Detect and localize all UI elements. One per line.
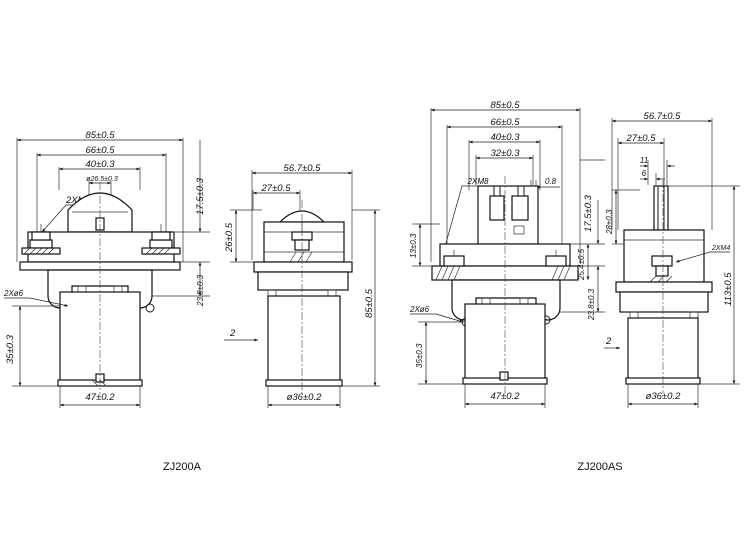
dim-47: 47±0.2 [86, 392, 116, 403]
model-label-left: ZJ200A [163, 461, 202, 473]
dim-23: 23.8±0.3 [196, 274, 205, 307]
dim-23b: 23.8±0.3 [587, 288, 596, 321]
label-holes: 2Xø6 [3, 289, 24, 298]
dim-6: 6 [642, 169, 647, 178]
dim-pin: 0.8 [545, 177, 557, 186]
dim-56b: 56.7±0.5 [644, 111, 682, 122]
dim-28: 28±0.3 [605, 209, 614, 235]
dim-85b: 85±0.5 [491, 100, 521, 111]
dim-40b: 40±0.3 [491, 132, 521, 143]
dim-85: 85±0.5 [86, 130, 116, 141]
zj200a-front-view: 85±0.5 66±0.5 40±0.3 ø26.5±0.3 2XM8 [3, 130, 210, 408]
dim-113: 113±0.5 [723, 272, 734, 306]
dim-dia36: ø36±0.2 [287, 392, 323, 403]
dim-11: 11 [640, 156, 648, 165]
dim-25: 25.4±0.5 [577, 248, 586, 281]
dim-32: 32±0.3 [491, 148, 521, 159]
dim-47b: 47±0.2 [491, 391, 521, 402]
dim-35: 35±0.3 [5, 334, 16, 364]
dim-26: 26±0.5 [224, 222, 235, 253]
zj200a-side-view: 56.7±0.5 27±0.5 26±0.5 85±0.5 2 [224, 163, 380, 408]
label-terminal-b: 2XM8 [467, 177, 489, 186]
label-m4: 2XM4 [711, 245, 730, 252]
dim-27b: 27±0.5 [626, 133, 657, 144]
label-holes-b: 2Xø6 [409, 305, 430, 314]
dim-27: 27±0.5 [261, 183, 292, 194]
dim-13: 13±0.3 [409, 233, 418, 258]
dim-dia36b: ø36±0.2 [646, 391, 682, 402]
model-label-right: ZJ200AS [577, 461, 622, 473]
dim-gap-b: 2 [605, 336, 612, 347]
dim-17: 17.5±0.3 [195, 177, 206, 215]
zj200as-side-view: 56.7±0.5 27±0.5 11 6 28±0.3 2XM4 [604, 111, 740, 408]
dim-35b: 35±0.3 [415, 343, 424, 368]
dim-56: 56.7±0.5 [284, 163, 322, 174]
dim-66b: 66±0.5 [491, 117, 521, 128]
dim-40: 40±0.3 [86, 159, 116, 170]
dim-gap: 2 [229, 328, 236, 339]
dim-dia26: ø26.5±0.3 [86, 176, 118, 183]
dim-85-height: 85±0.5 [364, 288, 375, 318]
dim-17b: 17.5±0.3 [583, 194, 594, 232]
zj200as-front-view: 85±0.5 66±0.5 40±0.3 32±0.3 2XM8 0.8 [409, 100, 605, 408]
dim-66: 66±0.5 [86, 145, 116, 156]
